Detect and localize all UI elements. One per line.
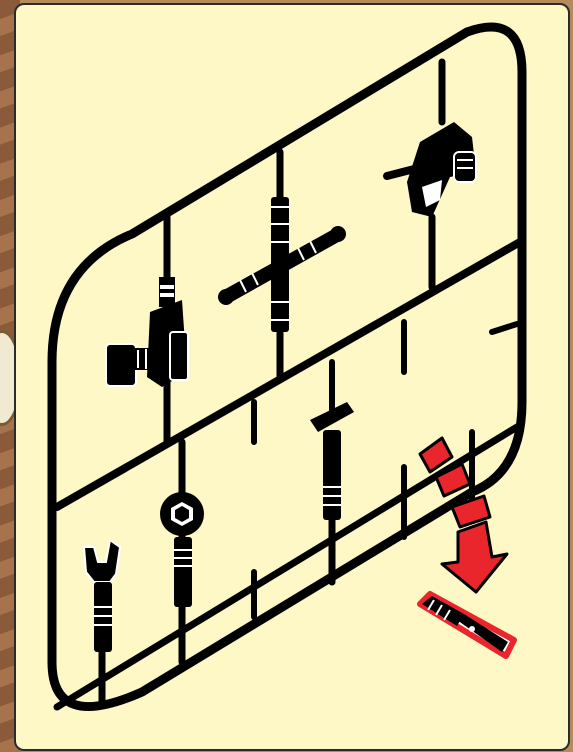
wrench-icon [84, 540, 120, 652]
faucet-icon [106, 277, 188, 387]
parts-tree-illustration [14, 3, 570, 751]
instruction-panel [14, 3, 570, 751]
upper-runners [167, 62, 517, 442]
lower-runners [102, 362, 472, 702]
small-post-icon [310, 402, 354, 520]
valve-handle-icon [218, 197, 346, 332]
screwdriver-icon [420, 594, 514, 656]
socket-icon [160, 492, 204, 607]
spray-nozzle-icon [387, 122, 476, 217]
